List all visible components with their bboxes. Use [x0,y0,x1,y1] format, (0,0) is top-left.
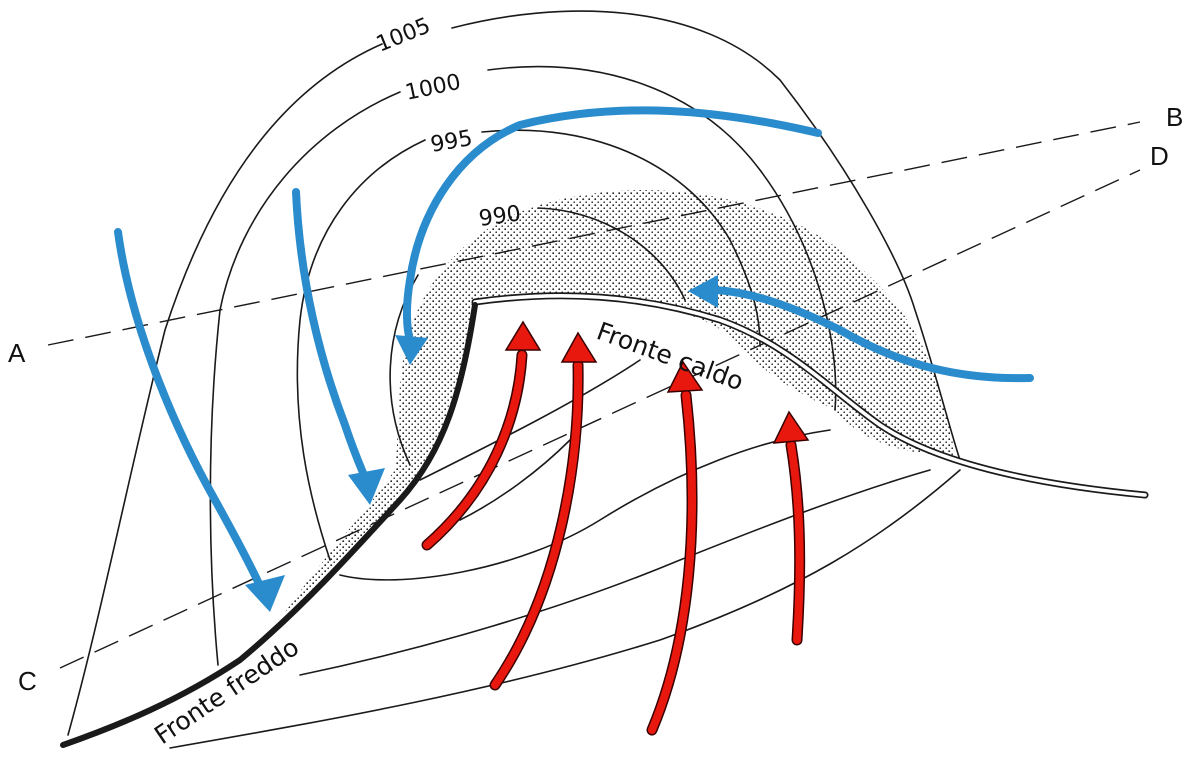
warm-air-arrow [491,361,583,689]
cold-air-arrow [403,106,822,344]
section-line-cd [59,169,1141,669]
isobar-label-990: 990 [477,201,522,232]
isobar-1005 [67,43,383,736]
cold-front-label: Fronte freddo [149,632,304,750]
warm-front-line-inner [473,294,1147,497]
warm-air-arrow [423,351,526,549]
section-label-b: B [1166,102,1183,132]
isobar-995-east [481,129,761,346]
warm-sector-isobar [339,429,831,581]
warm-sector-isobar [419,359,641,481]
warm-air-arrow [787,441,804,644]
isobar-label-995: 995 [429,126,475,158]
warm-air-arrow-head [772,410,810,444]
warm-sector-isobar [299,469,931,676]
isobar-990 [537,207,686,301]
isobar-1005-east [451,10,961,461]
precipitation-area [280,190,955,620]
cold-air-arrow-head [395,335,428,365]
warm-air-arrow-head [560,331,598,363]
warm-sector-isobar [169,469,961,749]
cold-air-arrow-head [688,275,718,308]
cold-air-arrow-head [348,468,385,505]
section-label-c: C [18,666,37,696]
cold-air-arrow [711,286,1034,383]
isobar-995 [296,139,426,561]
isobar-1000-east [487,65,837,411]
section-label-a: A [8,338,26,368]
cold-air-arrow [292,188,370,484]
isobar-label-1000: 1000 [403,70,463,106]
warm-air-arrow-head [504,320,542,351]
cold-front-line [60,302,478,748]
warm-air-arrow [648,391,696,734]
isobar-label-1005: 1005 [373,13,434,57]
cold-air-arrow-head [245,575,285,612]
section-line-ab [47,121,1141,346]
cold-air-arrow [114,228,266,594]
warm-air-arrow-head [666,360,704,393]
section-label-d: D [1150,141,1169,171]
warm-sector-isobar [459,439,571,521]
